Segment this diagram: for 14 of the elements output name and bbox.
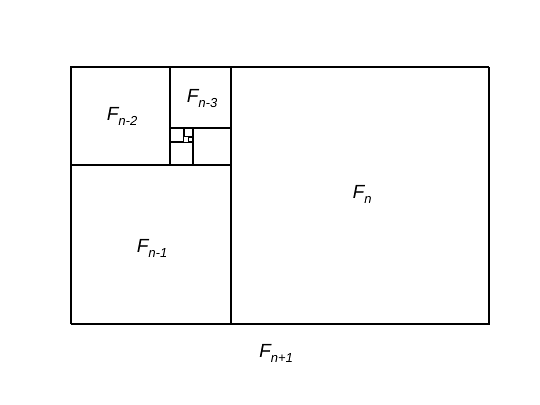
- square: [170, 128, 184, 142]
- square: [188, 137, 193, 142]
- square-label: F$_{n-2}$: [106, 105, 138, 127]
- square-label: F$_{n+1}$: [259, 342, 293, 364]
- square: [231, 67, 490, 325]
- square: [184, 128, 193, 137]
- square: [71, 165, 231, 325]
- square-label: F$_{n-1}$: [136, 237, 168, 259]
- square: [170, 67, 231, 128]
- square: [71, 67, 170, 165]
- square-label: F$_{n-3}$: [186, 87, 218, 109]
- square: [170, 142, 193, 165]
- square: [193, 128, 231, 165]
- square-label: F$_{n}$: [352, 183, 372, 205]
